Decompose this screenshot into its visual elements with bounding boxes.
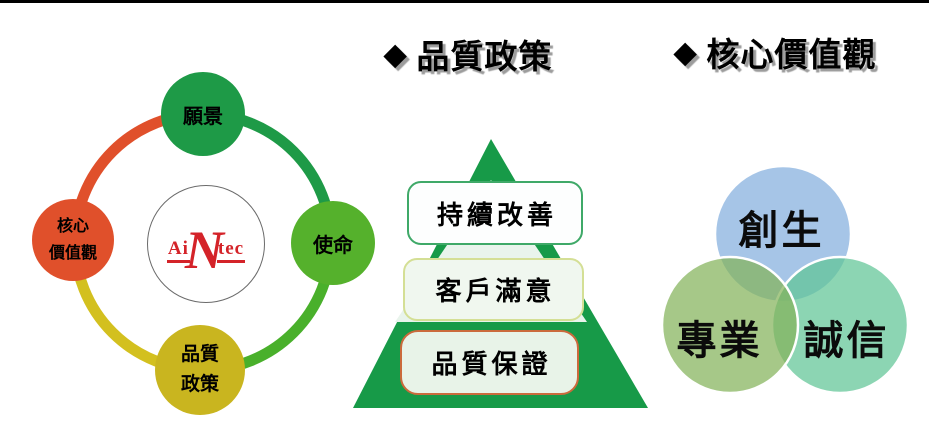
quality-policy-title: ◆ 品質政策 bbox=[384, 30, 552, 78]
core-values-title-text: 核心價值觀 bbox=[706, 36, 877, 73]
cycle-node-vision: 願景 bbox=[161, 72, 245, 156]
quality-policy-title-text: 品質政策 bbox=[416, 38, 553, 75]
logo-text-prefix: Ai bbox=[166, 239, 190, 263]
diamond-bullet-icon: ◆ bbox=[384, 38, 408, 71]
venn-label-integrity: 誠信 bbox=[803, 319, 890, 363]
venn-label-professionalism: 專業 bbox=[676, 319, 763, 363]
core-values-title: ◆ 核心價值觀 bbox=[674, 28, 876, 76]
logo-letter-n: N bbox=[184, 220, 224, 281]
cycle-node-mission: 使命 bbox=[291, 201, 375, 285]
cycle-node-core-values: 核心 價值觀 bbox=[32, 199, 114, 281]
pyramid-level-customer-satisfaction: 客戶滿意 bbox=[403, 258, 584, 321]
company-logo: Ai N tec bbox=[166, 223, 246, 277]
diamond-bullet-icon: ◆ bbox=[674, 36, 698, 69]
venn-label-innovation: 創生 bbox=[738, 209, 825, 253]
pyramid-level-quality-assurance: 品質保證 bbox=[400, 330, 579, 395]
pyramid-level-continuous-improvement: 持續改善 bbox=[407, 181, 583, 245]
cycle-node-quality-policy: 品質 政策 bbox=[155, 325, 245, 415]
venn-circle-professionalism bbox=[660, 255, 800, 395]
cycle-center-circle: Ai N tec bbox=[147, 185, 265, 303]
top-border-line bbox=[0, 0, 929, 3]
logo-text-suffix: tec bbox=[216, 239, 246, 263]
